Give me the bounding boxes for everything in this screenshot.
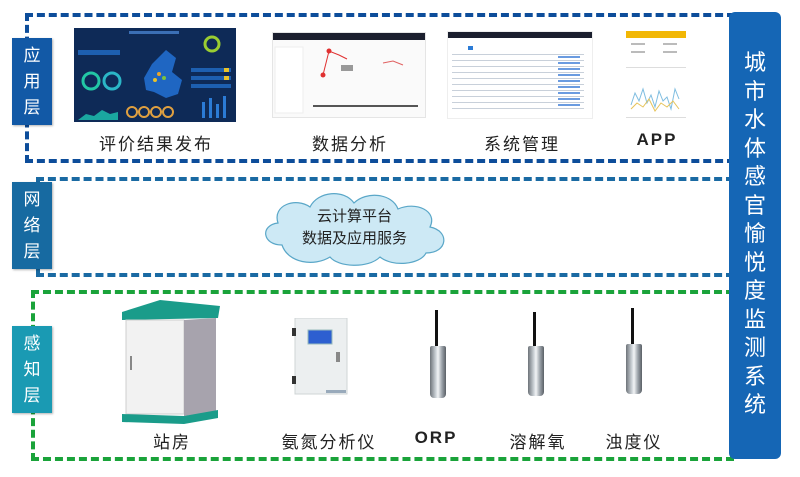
title-char: 官 — [743, 193, 766, 219]
caption-turbidity-meter: 浊度仪 — [605, 433, 663, 453]
orp-probe-icon — [428, 310, 448, 420]
cloud-icon — [265, 193, 445, 266]
title-char: 愉 — [743, 222, 766, 248]
cloud-line-1: 云计算平台 — [316, 207, 392, 225]
mobile-app-screenshot-icon — [625, 23, 687, 125]
dashboard-screenshot-icon — [74, 28, 236, 122]
caption-system-management: 系统管理 — [484, 135, 560, 155]
cloud-line-2: 数据及应用服务 — [301, 229, 407, 247]
cloud-platform: 云计算平台 数据及应用服务 — [252, 187, 457, 267]
label-char: 感 — [23, 333, 41, 354]
title-char: 监 — [743, 307, 766, 333]
ammonia-analyzer-icon — [292, 317, 348, 396]
caption-dissolved-oxygen: 溶解氧 — [509, 433, 567, 453]
caption-orp: ORP — [414, 428, 458, 447]
table-management-screenshot-icon — [447, 31, 593, 119]
label-char: 用 — [23, 71, 41, 92]
chart-analysis-screenshot-icon — [272, 32, 426, 118]
label-char: 知 — [23, 359, 41, 380]
caption-ammonia-analyzer: 氨氮分析仪 — [281, 433, 377, 453]
title-char: 系 — [743, 364, 766, 390]
network-layer-label: 网 络 层 — [12, 182, 52, 269]
dissolved-oxygen-probe-icon — [526, 312, 546, 422]
caption-evaluation-release: 评价结果发布 — [99, 135, 213, 155]
title-char: 感 — [743, 165, 766, 191]
label-char: 层 — [23, 241, 41, 262]
label-char: 层 — [23, 385, 41, 406]
caption-app: APP — [636, 130, 678, 149]
station-cabinet-icon — [120, 300, 224, 424]
title-char: 统 — [743, 393, 766, 419]
title-char: 测 — [743, 336, 766, 362]
caption-station-house: 站房 — [153, 433, 191, 453]
title-char: 水 — [743, 108, 766, 134]
label-char: 层 — [23, 97, 41, 118]
title-char: 度 — [743, 279, 766, 305]
label-char: 应 — [23, 45, 41, 66]
title-char: 体 — [743, 136, 766, 162]
application-layer-label: 应 用 层 — [12, 38, 52, 125]
title-char: 城 — [743, 51, 766, 77]
turbidity-probe-icon — [624, 308, 644, 418]
perception-layer-label: 感 知 层 — [12, 326, 52, 413]
title-char: 市 — [743, 79, 766, 105]
caption-data-analysis: 数据分析 — [312, 135, 388, 155]
title-char: 悦 — [743, 250, 766, 276]
label-char: 网 — [23, 189, 41, 210]
system-title-bar: 城 市 水 体 感 官 愉 悦 度 监 测 系 统 — [729, 12, 781, 459]
label-char: 络 — [23, 215, 41, 236]
